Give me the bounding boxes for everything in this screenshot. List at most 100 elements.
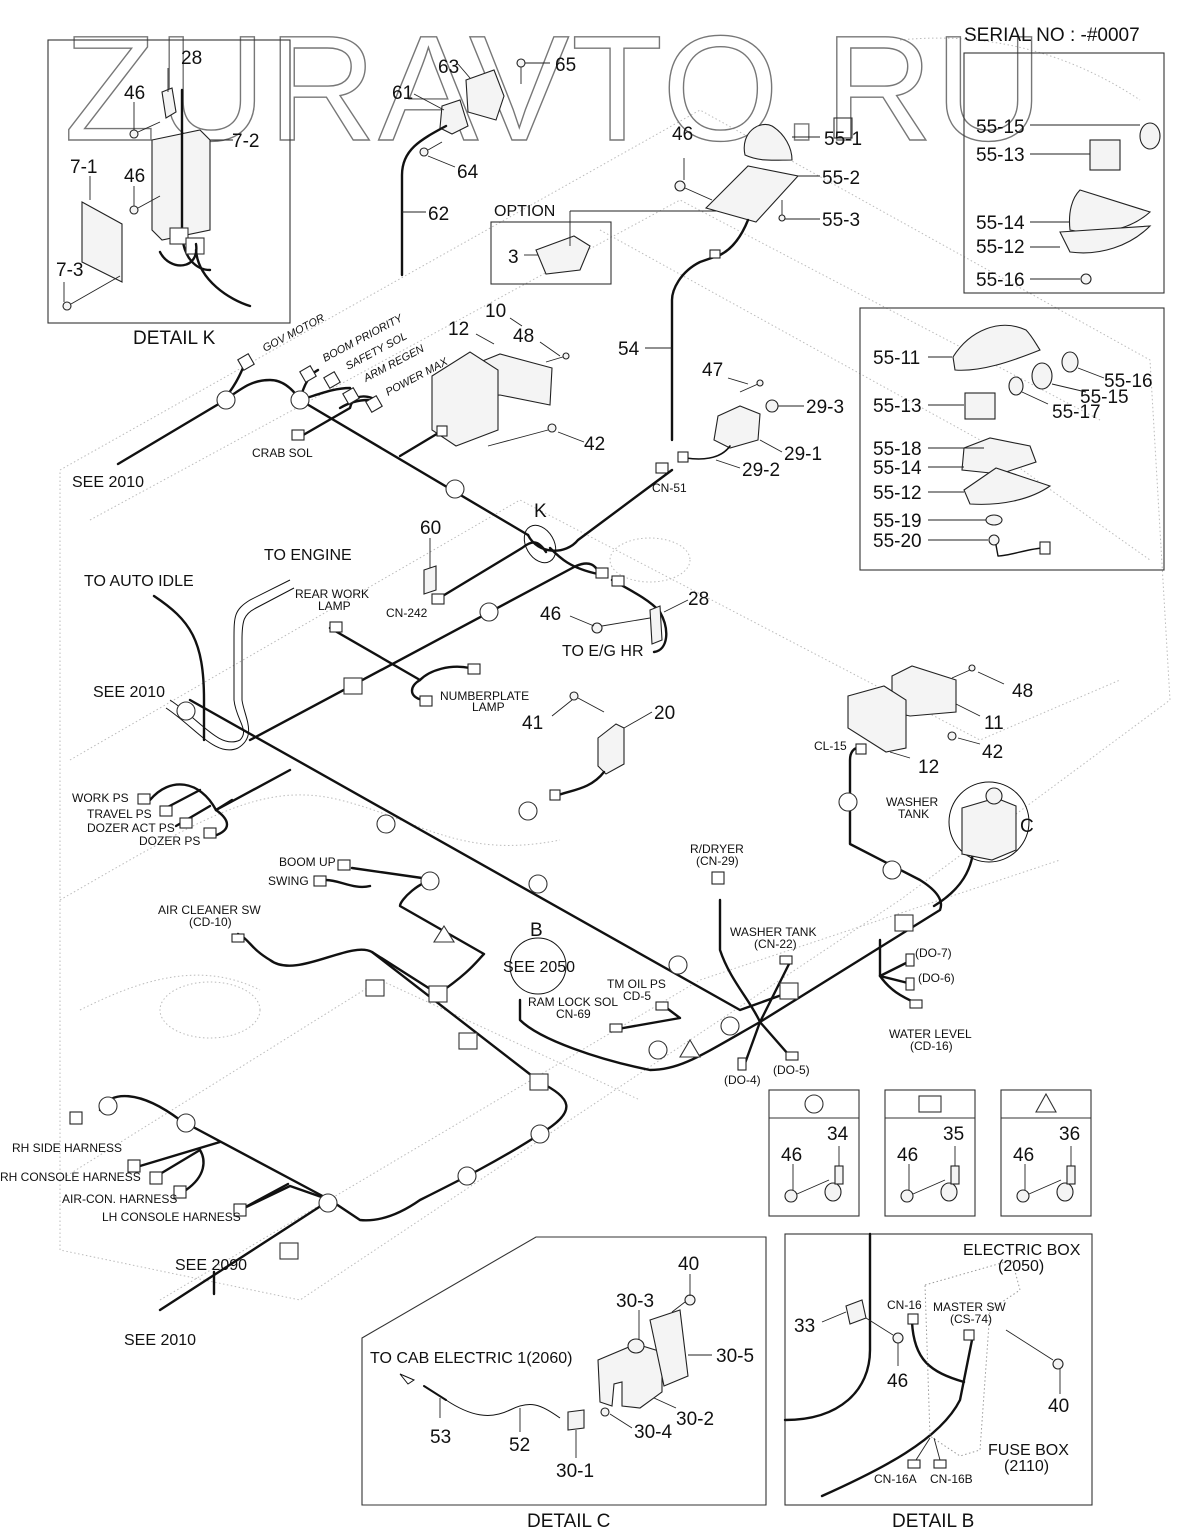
bolt-icon [129, 121, 161, 139]
callout-55-12: 55-12 [873, 483, 922, 504]
callout-20: 20 [654, 703, 675, 724]
callout-55-19: 55-19 [873, 511, 922, 532]
callout-30-5: 30-5 [716, 1346, 754, 1367]
label-lh-console-harness: LH CONSOLE HARNESS [102, 1210, 241, 1224]
tank-icon [597, 1343, 663, 1409]
callout-64: 64 [457, 162, 479, 183]
beacon-icon [743, 124, 793, 161]
label-cn16a: CN-16A [874, 1472, 917, 1486]
clamp-icon [824, 1182, 842, 1202]
callout-61: 61 [392, 83, 413, 104]
label-dozer-ps: DOZER PS [139, 834, 200, 848]
nozzle-icon [567, 1409, 585, 1431]
callout-7-1: 7-1 [70, 157, 97, 178]
clamp-legend-circle: 46 34 [768, 1089, 860, 1217]
beacon-detail-top: 55-15 55-13 55-14 55-12 55-16 [963, 52, 1165, 294]
callout-55-14-top: 55-14 [976, 213, 1025, 234]
label-master-sw-ref: (CS-74) [950, 1312, 992, 1326]
bolt-icon [784, 1189, 798, 1203]
label-do4: (DO-4) [724, 1073, 761, 1087]
monitor-right: 48 11 42 12 CL-15 [814, 664, 1033, 778]
circle-clamps [98, 390, 902, 1213]
callout-55-2: 55-2 [822, 168, 860, 189]
label-ram-lock-1: RAM LOCK SOL [528, 995, 618, 1009]
callout-55-18: 55-18 [873, 439, 922, 460]
callout-55-16: 55-16 [1104, 371, 1153, 392]
bolt-icon [569, 691, 605, 713]
label-tm-oil-2: CD-5 [623, 989, 651, 1003]
callout-bolt: 46 [897, 1145, 918, 1166]
label-dozer-act-ps: DOZER ACT PS [87, 821, 175, 835]
detail-b-title: DETAIL B [892, 1511, 974, 1532]
base-plate-icon [963, 467, 1052, 505]
label-master-sw: MASTER SW [933, 1300, 1006, 1314]
label-cl15: CL-15 [814, 739, 847, 753]
label-washer-tank-2: TANK [898, 807, 929, 821]
callout-29-3: 29-3 [806, 397, 844, 418]
callout-12-right: 12 [918, 757, 939, 778]
label-see-2010-bottom: SEE 2010 [124, 1332, 196, 1349]
callout-55-14: 55-14 [873, 458, 922, 479]
triangle-symbol-icon [1035, 1092, 1057, 1113]
connector-icon [709, 249, 721, 259]
bolt-icon [865, 1317, 904, 1344]
label-numberplate-2: LAMP [472, 700, 505, 714]
label-aircon-harness: AIR-CON. HARNESS [62, 1192, 177, 1206]
screw-icon [545, 352, 570, 363]
bracket-icon [161, 87, 177, 119]
callout-clamp: 34 [827, 1124, 849, 1145]
screw-icon [951, 664, 976, 679]
work-lamp-assembly: 63 65 61 64 62 [392, 55, 576, 277]
component-20: 41 20 [522, 691, 675, 801]
callout-clamp: 35 [943, 1124, 964, 1145]
label-washer-cn22-2: (CN-22) [754, 937, 797, 951]
bracket-60: 60 CN-242 [386, 518, 441, 620]
label-rh-side-harness: RH SIDE HARNESS [12, 1141, 122, 1155]
label-fuse-box-ref: (2110) [1004, 1458, 1049, 1475]
clamp-legend-square: 46 35 [884, 1089, 976, 1217]
label-see-2010-top: SEE 2010 [72, 474, 144, 491]
label-to-cab-electric: TO CAB ELECTRIC 1(2060) [370, 1350, 572, 1367]
rear-lamp: 47 29-3 29-1 29-2 CN-51 [652, 360, 844, 495]
callout-bolt: 46 [1013, 1145, 1034, 1166]
detail-b: DETAIL B 33 46 40 ELECTRIC BOX (2050) CN… [783, 1232, 1093, 1532]
callout-62: 62 [428, 204, 449, 225]
bolt-icon [62, 275, 121, 311]
monitor-top: 10 12 48 42 [431, 301, 605, 455]
label-cn16: CN-16 [887, 1298, 922, 1312]
callout-53: 53 [430, 1427, 451, 1448]
square-symbol-icon [918, 1095, 942, 1113]
callout-55-17: 55-17 [1052, 402, 1101, 423]
label-do6: (DO-6) [918, 971, 955, 985]
callout-55-13: 55-13 [873, 396, 922, 417]
bulb-icon [765, 399, 779, 413]
option-title: OPTION [494, 203, 555, 220]
callout-bolt: 46 [781, 1145, 802, 1166]
callout-28: 28 [688, 589, 709, 610]
bolt-icon [674, 180, 713, 201]
label-do7: (DO-7) [915, 946, 952, 960]
label-electric-box: ELECTRIC BOX [963, 1242, 1081, 1259]
label-see-2090: SEE 2090 [175, 1257, 247, 1274]
callout-46-b: 46 [887, 1371, 908, 1392]
base-plate-icon [1059, 225, 1152, 254]
callout-30-3: 30-3 [616, 1291, 654, 1312]
bracket-icon [535, 235, 591, 275]
label-washer-tank-1: WASHER [886, 795, 939, 809]
label-rdryer-1: R/DRYER [690, 842, 744, 856]
beacon-detail-exploded: 55-11 55-16 55-15 55-17 55-13 55-18 55-1… [859, 307, 1165, 571]
label-boom-up: BOOM UP [279, 855, 336, 869]
callout-55-15-top: 55-15 [976, 117, 1025, 138]
callout-55-11: 55-11 [873, 348, 920, 369]
label-to-engine: TO ENGINE [264, 547, 352, 564]
engine-pipe [165, 579, 295, 751]
label-to-eg-hr: TO E/G HR [562, 643, 644, 660]
clamp-icon [1056, 1182, 1074, 1202]
beacon-cover-icon [952, 324, 1041, 371]
serial-number: SERIAL NO : -#0007 [964, 25, 1140, 46]
label-rear-work-lamp-1: REAR WORK [295, 587, 369, 601]
callout-55-12-top: 55-12 [976, 237, 1025, 258]
label-cn242: CN-242 [386, 606, 428, 620]
detail-k: DETAIL K 28 46 7-2 7-1 46 7-3 [47, 39, 291, 349]
